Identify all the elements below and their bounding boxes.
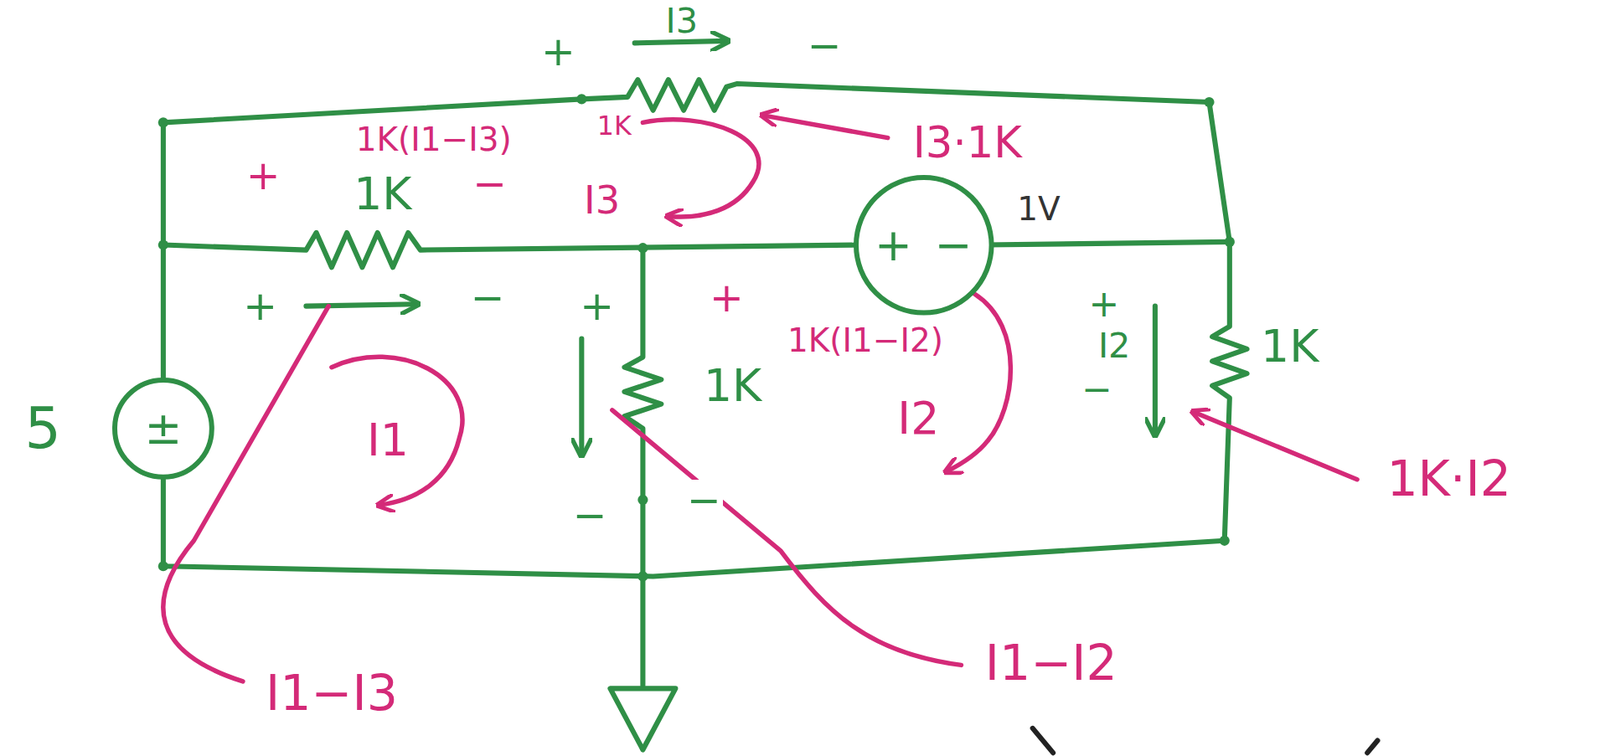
junction-dot [1224, 237, 1235, 248]
circuit-label: + [241, 285, 279, 327]
circuit-label: − [571, 495, 610, 537]
wire [984, 242, 1229, 246]
leader-line [612, 410, 962, 666]
mesh-loop [642, 119, 759, 217]
junction-dot [637, 495, 648, 506]
circuit-label: − [685, 480, 723, 522]
junction-dot [576, 93, 587, 104]
resistor-symbol [624, 247, 661, 687]
junction-dot [158, 561, 169, 572]
junction-dot [1203, 97, 1214, 108]
circuit-label: 1K [595, 113, 634, 140]
junction-dot [637, 571, 648, 582]
junction-dot [158, 117, 169, 128]
circuit-label: I3·1K [911, 121, 1024, 165]
circuit-label: 1K(I1−I2) [785, 324, 945, 357]
voltage-source: +− [853, 175, 995, 316]
circuit-label: I1 [365, 418, 411, 464]
leader-line [163, 306, 329, 682]
polarity-mark: − [934, 222, 973, 269]
current-arrow [634, 41, 728, 43]
source-circle [114, 380, 212, 478]
circuit-label: − [469, 277, 507, 319]
circuit-label: 1K·I2 [1384, 454, 1513, 505]
current-arrow [1152, 306, 1158, 434]
circuit-label: I3 [582, 180, 622, 220]
circuit-label: + [539, 30, 578, 73]
pen-stroke [1032, 728, 1053, 754]
circuit-label: − [805, 25, 844, 67]
current-arrow [305, 304, 417, 306]
resistor-symbol [163, 232, 862, 268]
circuit-label: I1−I2 [983, 639, 1120, 689]
mesh-loop [331, 356, 463, 506]
resistor-symbol [163, 242, 1248, 578]
circuit-label: I3 [663, 4, 700, 39]
wire [163, 79, 1230, 243]
junction-dot [158, 239, 169, 250]
circuit-label: I2 [895, 396, 941, 442]
circuit-label: 1K(I1−I3) [354, 123, 514, 156]
current-arrow [578, 339, 584, 455]
source-circle [853, 175, 995, 316]
circuit-label: I2 [1096, 329, 1133, 364]
junction-dot [637, 242, 648, 253]
circuit-label: I1−I3 [263, 669, 400, 719]
circuit-label: + [707, 277, 746, 319]
circuit-label: 1V [1015, 192, 1063, 226]
circuit-label: + [1087, 285, 1122, 323]
mesh-loop [946, 294, 1011, 472]
leader-line [763, 115, 888, 139]
circuit-label: − [1079, 371, 1115, 408]
junction-dot [1219, 536, 1230, 547]
circuit-label: − [470, 163, 509, 205]
circuit-label: 1K [351, 171, 413, 217]
circuit-label: + [244, 154, 283, 197]
circuit-label: + [578, 285, 616, 327]
source-circle [856, 177, 992, 314]
polarity-mark: ± [144, 406, 182, 452]
pen-stroke [1367, 741, 1378, 754]
voltage-source: ± [112, 377, 215, 480]
leader-line [1193, 412, 1358, 480]
polarity-mark: + [874, 222, 913, 269]
circuit-label: 1K [1259, 324, 1321, 370]
circuit-label: 1K [701, 363, 764, 409]
circuit-label: 5 [22, 400, 62, 458]
ground-symbol [609, 688, 676, 750]
